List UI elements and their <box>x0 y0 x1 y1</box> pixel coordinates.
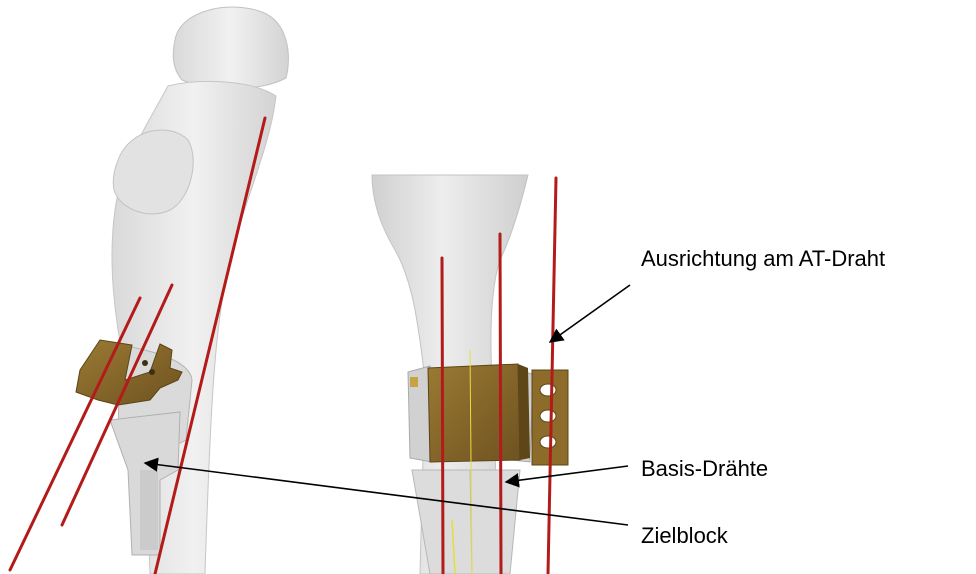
arrow-basis <box>506 466 628 482</box>
label-zielblock: Zielblock <box>641 525 728 547</box>
label-basis-draehte: Basis-Drähte <box>641 458 768 480</box>
arrow-zielblock <box>145 463 628 525</box>
label-ausrichtung: Ausrichtung am AT-Draht <box>641 248 885 270</box>
arrow-ausrichtung <box>550 285 630 342</box>
